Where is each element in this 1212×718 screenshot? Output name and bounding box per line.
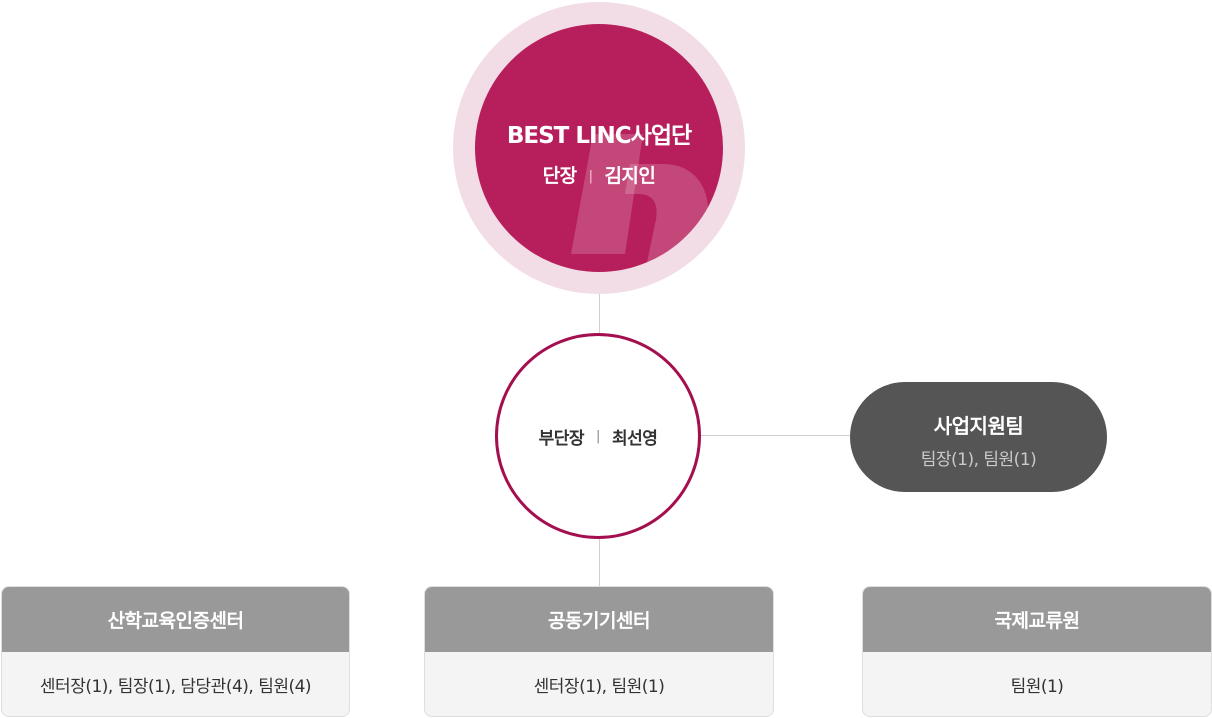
head-person: 단장 | 김지인 <box>475 161 723 188</box>
connector-deputy-unit <box>599 536 600 586</box>
unit-title: 국제교류원 <box>863 587 1211 652</box>
head-separator: | <box>588 169 593 184</box>
support-team-node: 사업지원팀 팀장(1), 팀원(1) <box>850 382 1107 492</box>
deputy-separator: | <box>596 428 600 444</box>
deputy-node: 부단장 | 최선영 <box>495 333 701 539</box>
support-team-members: 팀장(1), 팀원(1) <box>920 450 1037 470</box>
head-role: 단장 <box>542 165 577 187</box>
head-node: BEST LINC사업단 단장 | 김지인 <box>475 24 723 272</box>
deputy-name: 최선영 <box>611 428 658 449</box>
deputy-role: 부단장 <box>538 428 585 449</box>
support-team-title: 사업지원팀 <box>933 414 1024 438</box>
head-title: BEST LINC사업단 <box>506 123 692 149</box>
head-name: 김지인 <box>604 165 656 187</box>
connector-deputy-team <box>698 435 850 436</box>
unit-box-international: 국제교류원 팀원(1) <box>862 586 1212 717</box>
unit-members: 센터장(1), 팀원(1) <box>533 676 665 697</box>
unit-box-shared-equipment: 공동기기센터 센터장(1), 팀원(1) <box>424 586 774 717</box>
unit-title: 산학교육인증센터 <box>2 587 349 652</box>
unit-title: 공동기기센터 <box>425 587 773 652</box>
unit-box-industry-education: 산학교육인증센터 센터장(1), 팀장(1), 담당관(4), 팀원(4) <box>1 586 350 717</box>
logo-watermark-icon <box>571 134 709 272</box>
unit-members: 센터장(1), 팀장(1), 담당관(4), 팀원(4) <box>39 676 312 697</box>
unit-members: 팀원(1) <box>1010 676 1064 697</box>
connector-head-deputy <box>599 294 600 335</box>
